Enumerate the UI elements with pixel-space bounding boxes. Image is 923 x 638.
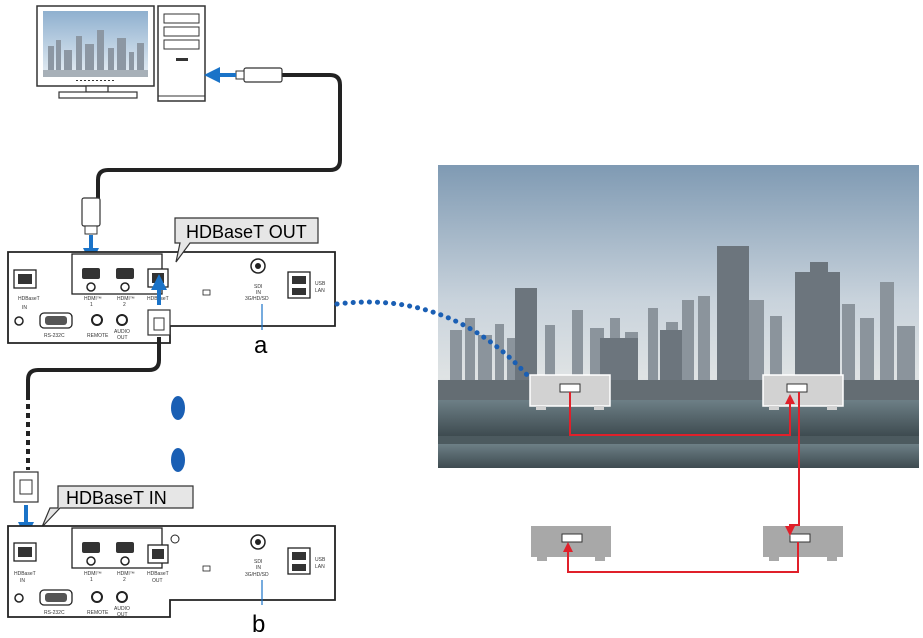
svg-text:IN: IN (20, 578, 25, 584)
svg-text:2: 2 (123, 302, 126, 308)
svg-text:3G/HD/SD: 3G/HD/SD (245, 572, 269, 578)
svg-text:RS-232C: RS-232C (44, 610, 65, 616)
svg-text:AUDIO: AUDIO (114, 606, 130, 612)
svg-text:AUDIO: AUDIO (114, 329, 130, 335)
projector-panel-bottom: HDBaseT IN HDMI™ 1 HDMI™ 2 HDBaseT OUT S… (7, 525, 336, 618)
hdbaset-out-callout: HDBaseT OUT (174, 217, 319, 263)
dotted-link (334, 299, 531, 379)
svg-text:HDMI™: HDMI™ (117, 571, 135, 577)
svg-text:IN: IN (256, 290, 261, 296)
svg-text:3G/HD/SD: 3G/HD/SD (245, 296, 269, 302)
projector-icon-d (763, 526, 843, 561)
svg-text:OUT: OUT (152, 578, 163, 584)
omission-dot-2 (171, 448, 185, 472)
svg-text:IN: IN (22, 305, 27, 311)
svg-text:1: 1 (90, 302, 93, 308)
projector-icon-c (531, 526, 611, 561)
hdmi-plug-top (243, 67, 283, 83)
monitor-icon (36, 5, 155, 99)
svg-text:HDMI™: HDMI™ (84, 296, 102, 302)
label-b: b (252, 611, 265, 638)
projection-screen (438, 165, 919, 468)
svg-text:OUT: OUT (117, 335, 128, 341)
svg-text:REMOTE: REMOTE (87, 610, 109, 616)
hdmi-plug-bottom (81, 197, 101, 227)
callout-hdbaset-out: HDBaseT OUT (186, 222, 307, 242)
svg-text:SDI: SDI (254, 559, 262, 565)
svg-text:LAN: LAN (315, 564, 325, 570)
svg-text:USB: USB (315, 557, 326, 563)
svg-text:1: 1 (90, 577, 93, 583)
svg-text:HDBaseT: HDBaseT (18, 296, 40, 302)
svg-text:HDBaseT: HDBaseT (14, 571, 36, 577)
svg-text:HDMI™: HDMI™ (84, 571, 102, 577)
svg-text:HDBaseT: HDBaseT (147, 571, 169, 577)
svg-text:LAN: LAN (315, 288, 325, 294)
hdmi-cable (81, 67, 342, 264)
hdbaset-in-callout: HDBaseT IN (41, 485, 194, 528)
svg-text:IN: IN (256, 565, 261, 571)
link-lines (563, 392, 800, 573)
pc-tower-icon (157, 5, 206, 102)
omission-dot-1 (171, 396, 185, 420)
lan-cable (13, 309, 171, 538)
svg-text:SDI: SDI (254, 284, 262, 290)
label-a: a (254, 332, 268, 359)
svg-text:OUT: OUT (117, 612, 128, 618)
svg-text:USB: USB (315, 281, 326, 287)
svg-text:HDMI™: HDMI™ (117, 296, 135, 302)
svg-text:2: 2 (123, 577, 126, 583)
callout-hdbaset-in: HDBaseT IN (66, 488, 167, 508)
projector-icon-b (762, 374, 844, 410)
svg-text:RS-232C: RS-232C (44, 333, 65, 339)
svg-text:REMOTE: REMOTE (87, 333, 109, 339)
